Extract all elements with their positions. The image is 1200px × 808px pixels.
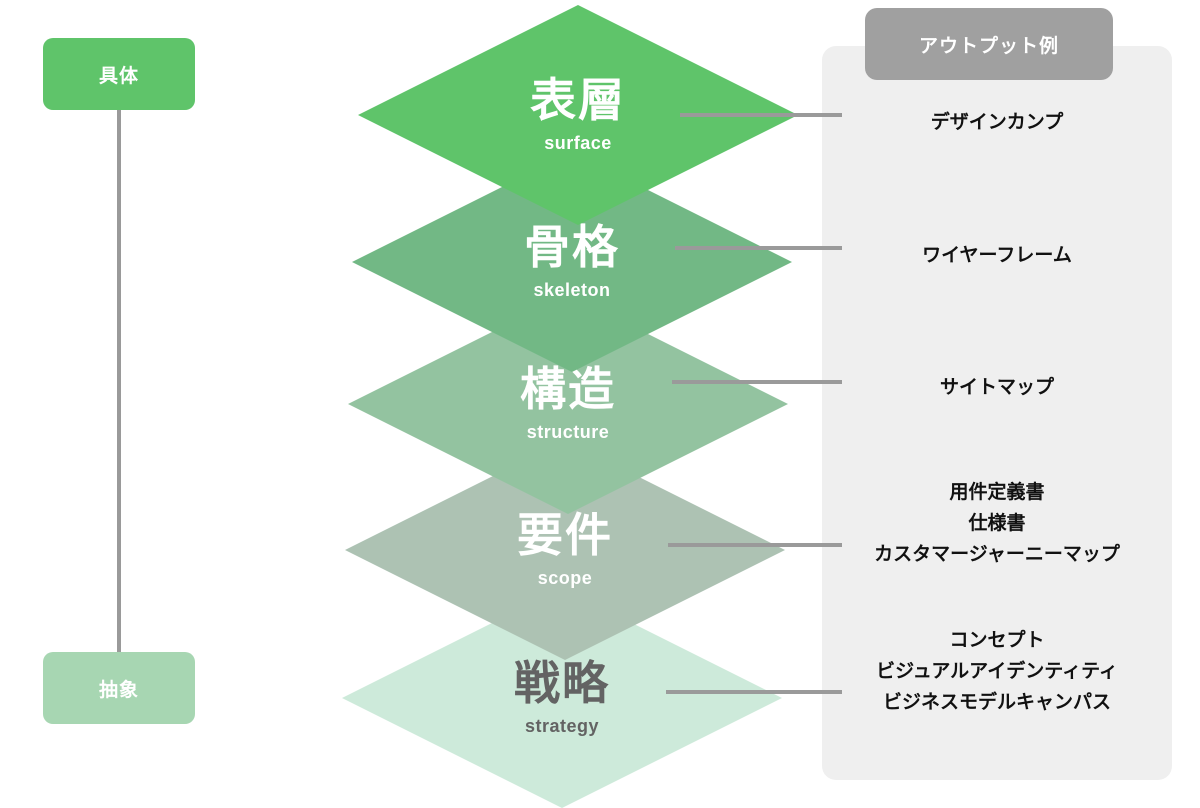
output-panel: [822, 46, 1172, 780]
axis-badge-abstract-label: 抽象: [98, 679, 139, 701]
layer-title-en-skeleton: skeleton: [533, 279, 611, 300]
output-group-scope: 用件定義書 仕様書 カスタマージャーニーマップ: [822, 478, 1172, 570]
axis-badge-abstract: 抽象: [43, 652, 195, 724]
output-group-strategy: コンセプト ビジュアルアイデンティティ ビジネスモデルキャンパス: [822, 626, 1172, 718]
layer-title-jp-skeleton: 骨格: [524, 221, 620, 274]
layer-title-en-scope: scope: [537, 567, 593, 588]
layer-title-en-structure: structure: [526, 421, 610, 442]
output-group-surface: デザインカンプ: [822, 108, 1172, 139]
output-item: デザインカンプ: [930, 112, 1064, 133]
output-item: ワイヤーフレーム: [922, 245, 1072, 266]
output-panel-badge-label: アウトプット例: [918, 35, 1059, 57]
layer-title-jp-scope: 要件: [517, 509, 613, 562]
output-item: コンセプト: [949, 630, 1045, 651]
output-item: ビジュアルアイデンティティ: [876, 660, 1118, 682]
output-item: 仕様書: [968, 512, 1026, 534]
connector-line-skeleton: [675, 246, 842, 250]
output-panel-badge: アウトプット例: [865, 8, 1113, 80]
connector-line-structure: [672, 380, 842, 384]
layer-title-jp-structure: 構造: [520, 363, 616, 416]
axis-connector-line: [117, 108, 121, 654]
layer-title-jp-strategy: 戦略: [514, 657, 610, 710]
output-item: ビジネスモデルキャンパス: [882, 691, 1111, 713]
connector-line-scope: [668, 543, 842, 547]
output-group-structure: サイトマップ: [822, 373, 1172, 404]
output-item: 用件定義書: [949, 482, 1045, 503]
axis-badge-concrete: 具体: [43, 38, 195, 110]
layer-title-en-strategy: strategy: [524, 715, 600, 736]
layer-title-jp-surface: 表層: [530, 74, 626, 127]
output-group-skeleton: ワイヤーフレーム: [822, 241, 1172, 272]
layer-title-en-surface: surface: [544, 132, 612, 153]
connector-line-strategy: [666, 690, 842, 694]
output-item: サイトマップ: [939, 377, 1054, 398]
axis-badge-concrete-label: 具体: [98, 65, 139, 87]
connector-line-surface: [680, 113, 842, 117]
output-item: カスタマージャーニーマップ: [874, 543, 1120, 565]
